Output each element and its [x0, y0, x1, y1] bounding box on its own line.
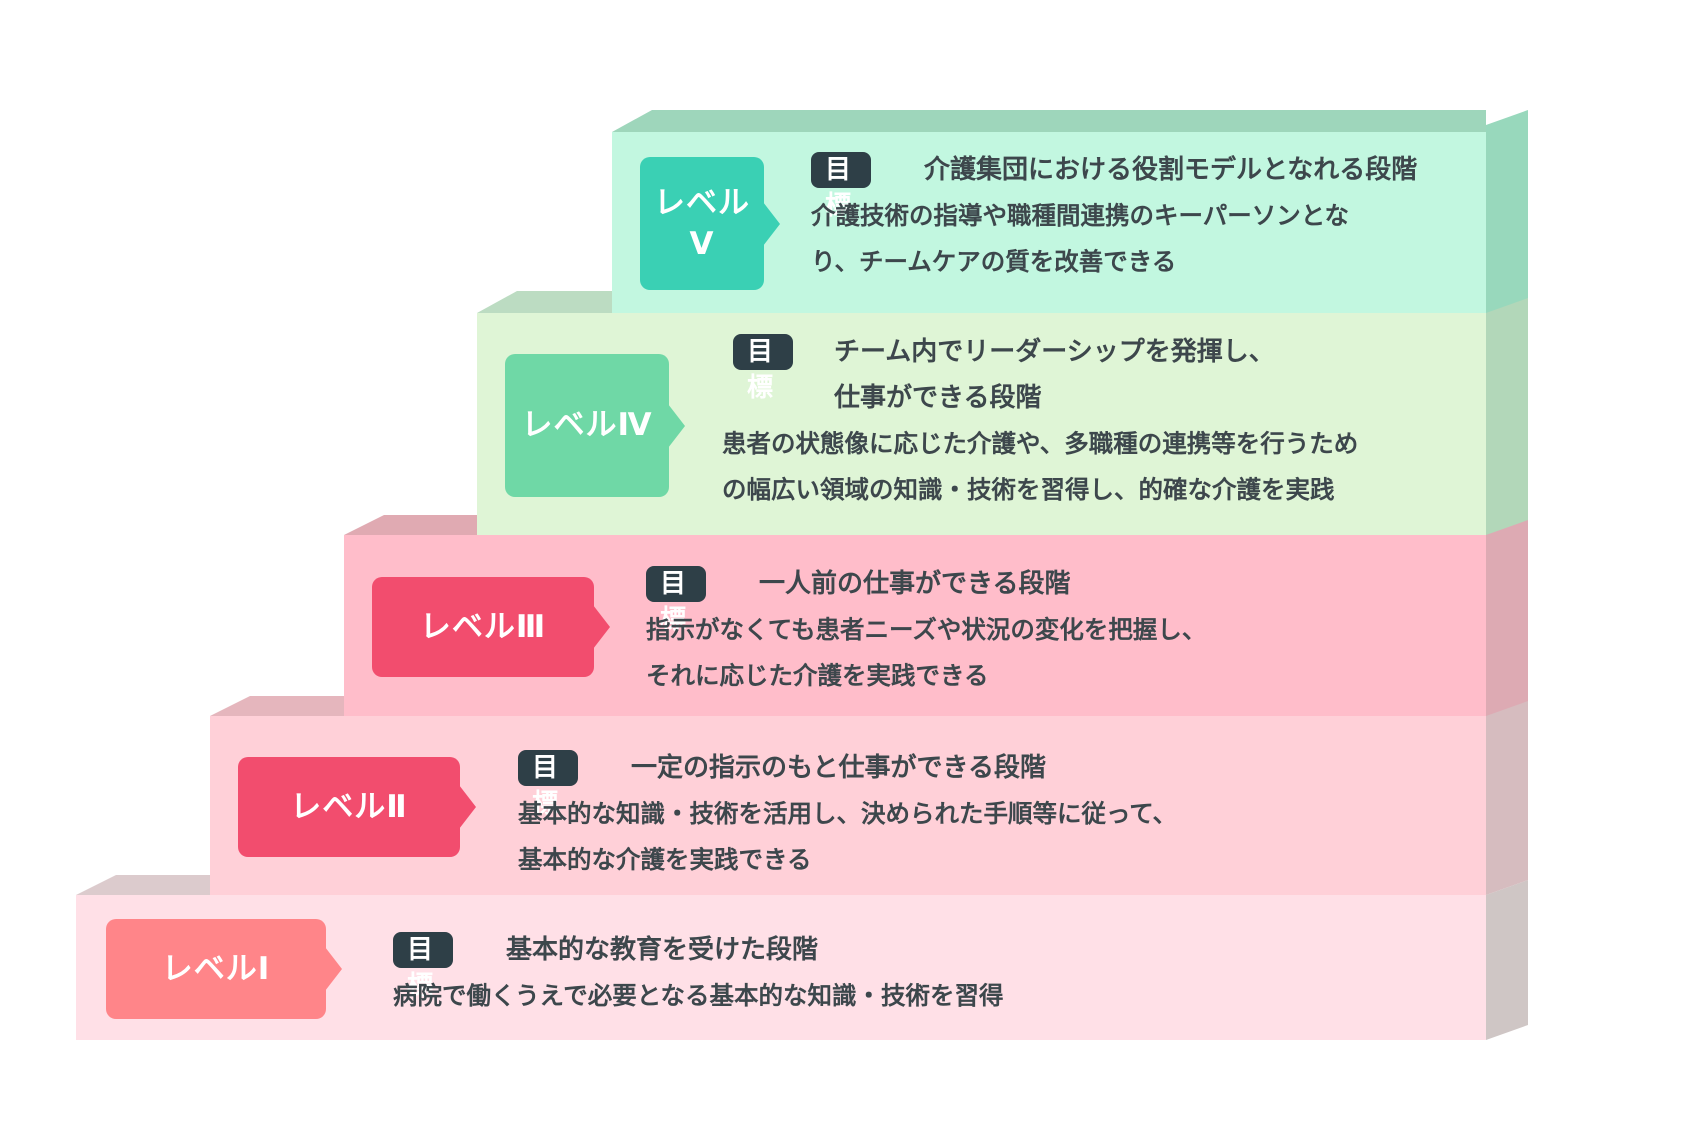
level-3-desc-line-2: それに応じた介護を実践できる — [646, 661, 989, 690]
level-5-goal-tag: 目標 — [811, 152, 872, 221]
level-4-badge: レベルⅣ — [505, 354, 685, 497]
level-2-desc-line-1: 基本的な知識・技術を活用し、決められた手順等に従って、 — [518, 799, 1178, 828]
level-4-goal: チーム内でリーダーシップを発揮し、 — [834, 337, 1275, 367]
level-2-badge: レベルⅡ — [238, 757, 476, 857]
level-2-badge-label: レベルⅡ — [290, 788, 408, 825]
level-4-desc-line-2: の幅広い領域の知識・技術を習得し、的確な介護を実践 — [722, 475, 1335, 504]
level-5-top — [612, 110, 1486, 132]
level-1-goal: 基本的な教育を受けた段階 — [506, 935, 819, 965]
level-3-badge-label: レベルⅢ — [419, 608, 547, 645]
level-1-desc-line-1: 病院で働くうえで必要となる基本的な知識・技術を習得 — [393, 981, 1004, 1010]
level-4-goal-tag: 目標 — [733, 334, 794, 403]
level-5-badge-label: レベル V — [654, 185, 750, 262]
level-5-badge: レベル V — [640, 157, 780, 290]
level-2-side — [1486, 700, 1528, 895]
level-4-goal-line-2: 仕事ができる段階 — [834, 383, 1042, 413]
level-3-goal: 一人前の仕事ができる段階 — [759, 569, 1071, 599]
level-1-badge-label: レベルⅠ — [161, 950, 271, 987]
level-1-badge: レベルⅠ — [106, 919, 342, 1019]
level-4-desc-line-1: 患者の状態像に応じた介護や、多職種の連携等を行うため — [722, 429, 1359, 458]
level-1-goal-tag: 目標 — [393, 932, 454, 1001]
level-3-desc-line-1: 指示がなくても患者ニーズや状況の変化を把握し、 — [646, 615, 1207, 644]
level-4-badge-label: レベルⅣ — [521, 407, 653, 444]
level-3-badge: レベルⅢ — [372, 577, 610, 677]
level-4-side — [1486, 295, 1528, 535]
level-5-side — [1486, 110, 1528, 313]
level-5-desc-line-2: り、チームケアの質を改善できる — [811, 247, 1177, 276]
level-1-side — [1486, 880, 1528, 1040]
level-5-desc-line-1: 介護技術の指導や職種間連携のキーパーソンとな — [811, 201, 1350, 230]
level-2-goal: 一定の指示のもと仕事ができる段階 — [631, 753, 1046, 783]
level-2-desc-line-2: 基本的な介護を実践できる — [518, 845, 812, 874]
level-3-side — [1486, 518, 1528, 716]
level-3-goal-tag: 目標 — [646, 566, 707, 635]
level-2-goal-tag: 目標 — [518, 750, 579, 819]
level-5-goal: 介護集団における役割モデルとなれる段階 — [924, 155, 1418, 185]
